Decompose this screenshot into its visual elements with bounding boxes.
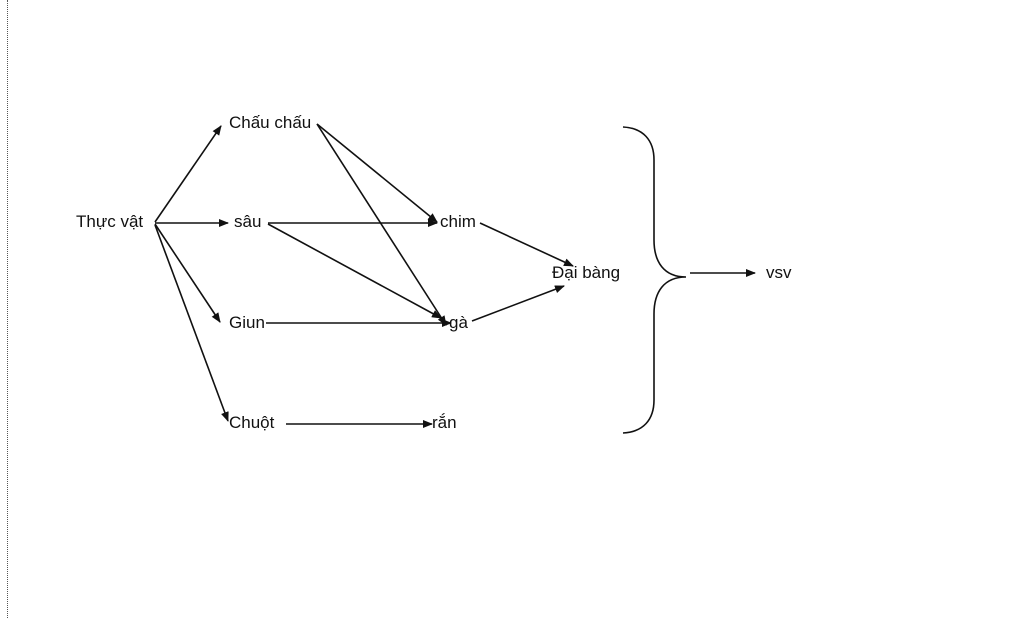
edge-thucvat-chauchau bbox=[154, 125, 222, 223]
edge-sau-ga bbox=[267, 223, 442, 319]
node-thuc-vat: Thực vật bbox=[76, 212, 144, 231]
node-dai-bang: Đại bàng bbox=[552, 263, 621, 282]
edge-chauchau-ga bbox=[316, 123, 447, 326]
node-ran: rắn bbox=[432, 413, 457, 432]
node-ga: gà bbox=[449, 313, 468, 332]
page-margin-line bbox=[7, 0, 8, 618]
edge-thucvat-giun bbox=[154, 223, 221, 323]
right-curly-brace bbox=[622, 126, 687, 434]
node-giun: Giun bbox=[229, 313, 265, 332]
edge-thucvat-chuot bbox=[154, 224, 229, 422]
node-chim: chim bbox=[440, 212, 476, 231]
edge-chauchau-chim bbox=[316, 123, 438, 223]
edge-chim-daibang bbox=[479, 222, 574, 267]
node-vsv: vsv bbox=[766, 263, 792, 282]
edge-ga-daibang bbox=[471, 285, 565, 322]
node-chuot: Chuột bbox=[229, 413, 275, 432]
node-chau-chau: Chấu chấu bbox=[229, 113, 312, 132]
node-sau: sâu bbox=[234, 212, 262, 231]
